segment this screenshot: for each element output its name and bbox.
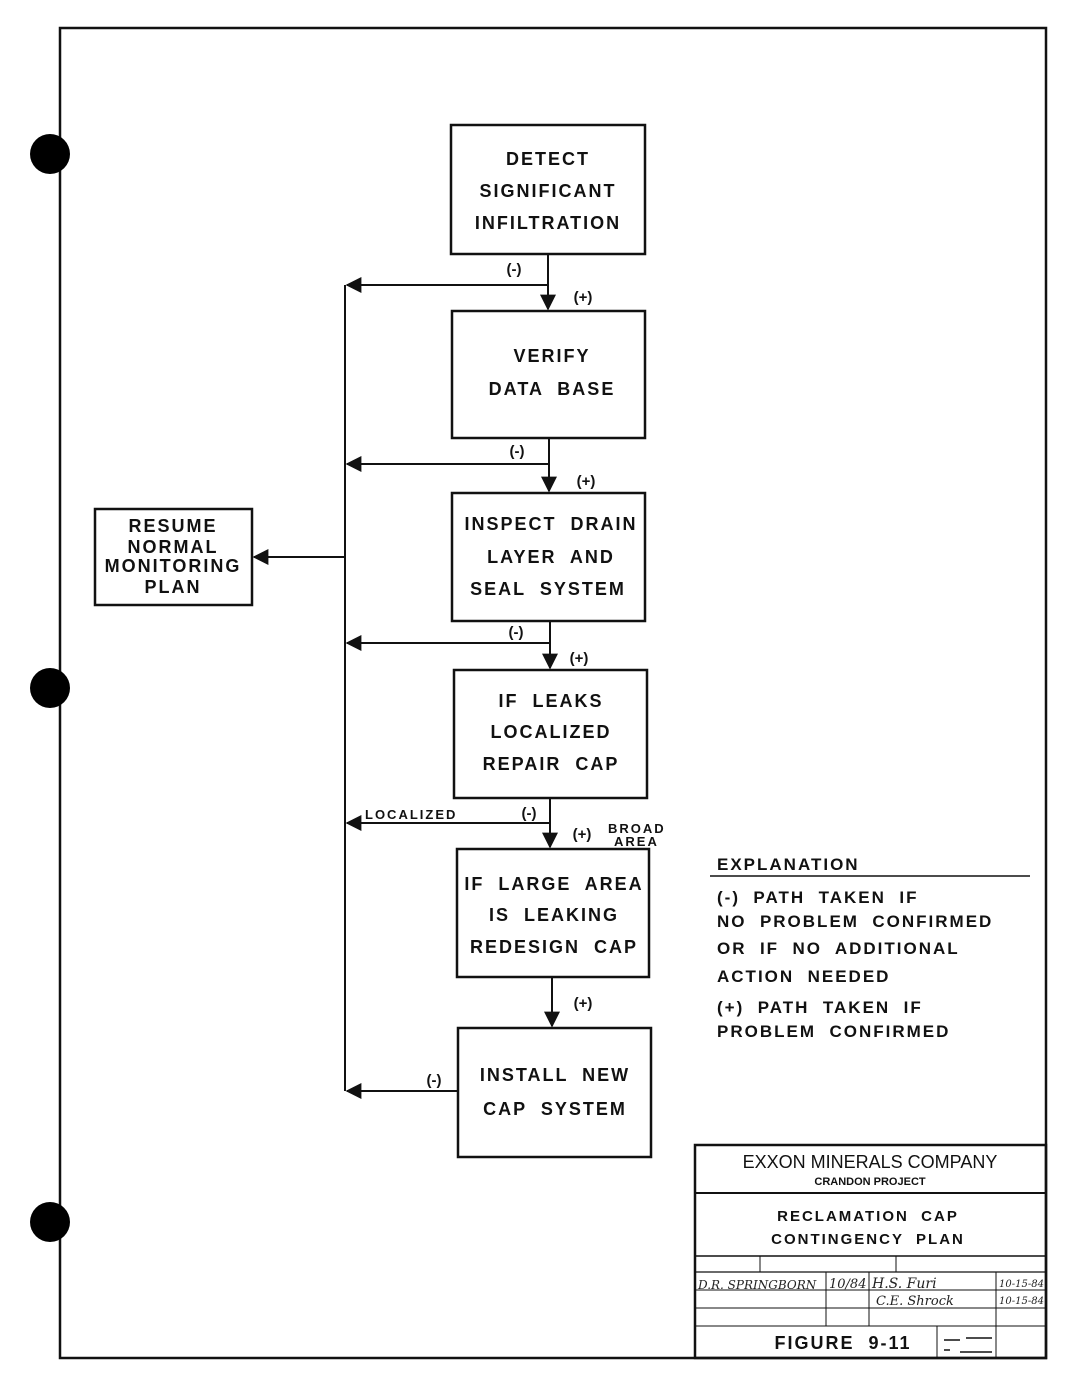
explanation-neg-line1: (-) PATH TAKEN IF (717, 888, 918, 907)
label-broad: BROAD (608, 821, 666, 836)
title-block-date-b: 10-15-84 (999, 1296, 1044, 1307)
explanation-neg-line2: NO PROBLEM CONFIRMED (717, 912, 993, 931)
binder-hole-top (30, 134, 70, 174)
box-redesign-line2: IS LEAKING (489, 905, 619, 925)
box-resume-line2: NORMAL (128, 537, 219, 557)
title-block: EXXON MINERALS COMPANY CRANDON PROJECT R… (693, 1143, 1048, 1360)
box-install-line1: INSTALL NEW (480, 1065, 630, 1085)
box-inspect-line2: LAYER AND (487, 547, 615, 567)
label-pos-3: (+) (570, 650, 589, 667)
box-resume-line4: PLAN (145, 577, 202, 597)
label-neg-3: (-) (509, 624, 524, 641)
title-block-signature-2: C.E. Shrock (876, 1294, 954, 1309)
title-block-signature-1: H.S. Furi (871, 1276, 937, 1292)
label-pos-4: (+) (573, 826, 592, 843)
binder-hole-middle (30, 668, 70, 708)
explanation-title: EXPLANATION (717, 855, 860, 874)
box-repair-line3: REPAIR CAP (483, 754, 620, 774)
label-neg-5: (-) (427, 1072, 442, 1089)
box-verify-line2: DATA BASE (489, 379, 616, 399)
box-verify-line1: VERIFY (513, 346, 590, 366)
box-resume-line3: MONITORING (105, 556, 242, 576)
label-area: AREA (614, 834, 659, 849)
box-resume-monitoring: RESUME NORMAL MONITORING PLAN (93, 507, 254, 607)
label-pos-1: (+) (574, 289, 593, 306)
connectors-negative (252, 277, 550, 1099)
box-repair-cap: IF LEAKS LOCALIZED REPAIR CAP (452, 668, 649, 800)
title-block-figure-number: FIGURE 9-11 (774, 1333, 911, 1353)
binder-hole-bottom (30, 1202, 70, 1242)
title-block-drawn-by: D.R. SPRINGBORN (697, 1278, 817, 1292)
label-pos-2: (+) (577, 473, 596, 490)
explanation-pos-line1: (+) PATH TAKEN IF (717, 998, 923, 1017)
title-block-date-a: 10-15-84 (999, 1279, 1044, 1290)
box-repair-line1: IF LEAKS (498, 691, 603, 711)
box-redesign-line3: REDESIGN CAP (470, 937, 638, 957)
box-install-line2: CAP SYSTEM (483, 1099, 627, 1119)
box-detect-line3: INFILTRATION (475, 213, 621, 233)
title-block-company: EXXON MINERALS COMPANY (743, 1152, 998, 1172)
box-redesign-line1: IF LARGE AREA (464, 874, 643, 894)
box-detect-line2: SIGNIFICANT (480, 181, 617, 201)
box-inspect-line3: SEAL SYSTEM (470, 579, 626, 599)
connectors-positive (540, 254, 560, 1028)
explanation-neg-line4: ACTION NEEDED (717, 967, 890, 986)
box-inspect-drain-layer: INSPECT DRAIN LAYER AND SEAL SYSTEM (450, 491, 647, 623)
label-neg-4: (-) (522, 805, 537, 822)
title-block-project: CRANDON PROJECT (814, 1176, 926, 1188)
label-localized: LOCALIZED (365, 807, 457, 822)
label-pos-5: (+) (574, 995, 593, 1012)
box-redesign-cap: IF LARGE AREA IS LEAKING REDESIGN CAP (455, 847, 651, 979)
box-install-new-cap: INSTALL NEW CAP SYSTEM (456, 1026, 653, 1159)
label-neg-2: (-) (510, 443, 525, 460)
box-repair-line2: LOCALIZED (491, 722, 612, 742)
title-block-date: 10/84 (829, 1277, 866, 1292)
explanation-legend: EXPLANATION (-) PATH TAKEN IF NO PROBLEM… (710, 855, 1030, 1041)
title-block-title-line1: RECLAMATION CAP (777, 1208, 959, 1225)
box-detect-infiltration: DETECT SIGNIFICANT INFILTRATION (449, 123, 647, 256)
label-neg-1: (-) (507, 261, 522, 278)
box-verify-data-base: VERIFY DATA BASE (450, 309, 647, 440)
title-block-title-line2: CONTINGENCY PLAN (771, 1231, 965, 1248)
explanation-neg-line3: OR IF NO ADDITIONAL (717, 939, 960, 958)
box-inspect-line1: INSPECT DRAIN (464, 514, 637, 534)
box-resume-line1: RESUME (128, 516, 217, 536)
explanation-pos-line2: PROBLEM CONFIRMED (717, 1022, 950, 1041)
box-detect-line1: DETECT (506, 149, 590, 169)
